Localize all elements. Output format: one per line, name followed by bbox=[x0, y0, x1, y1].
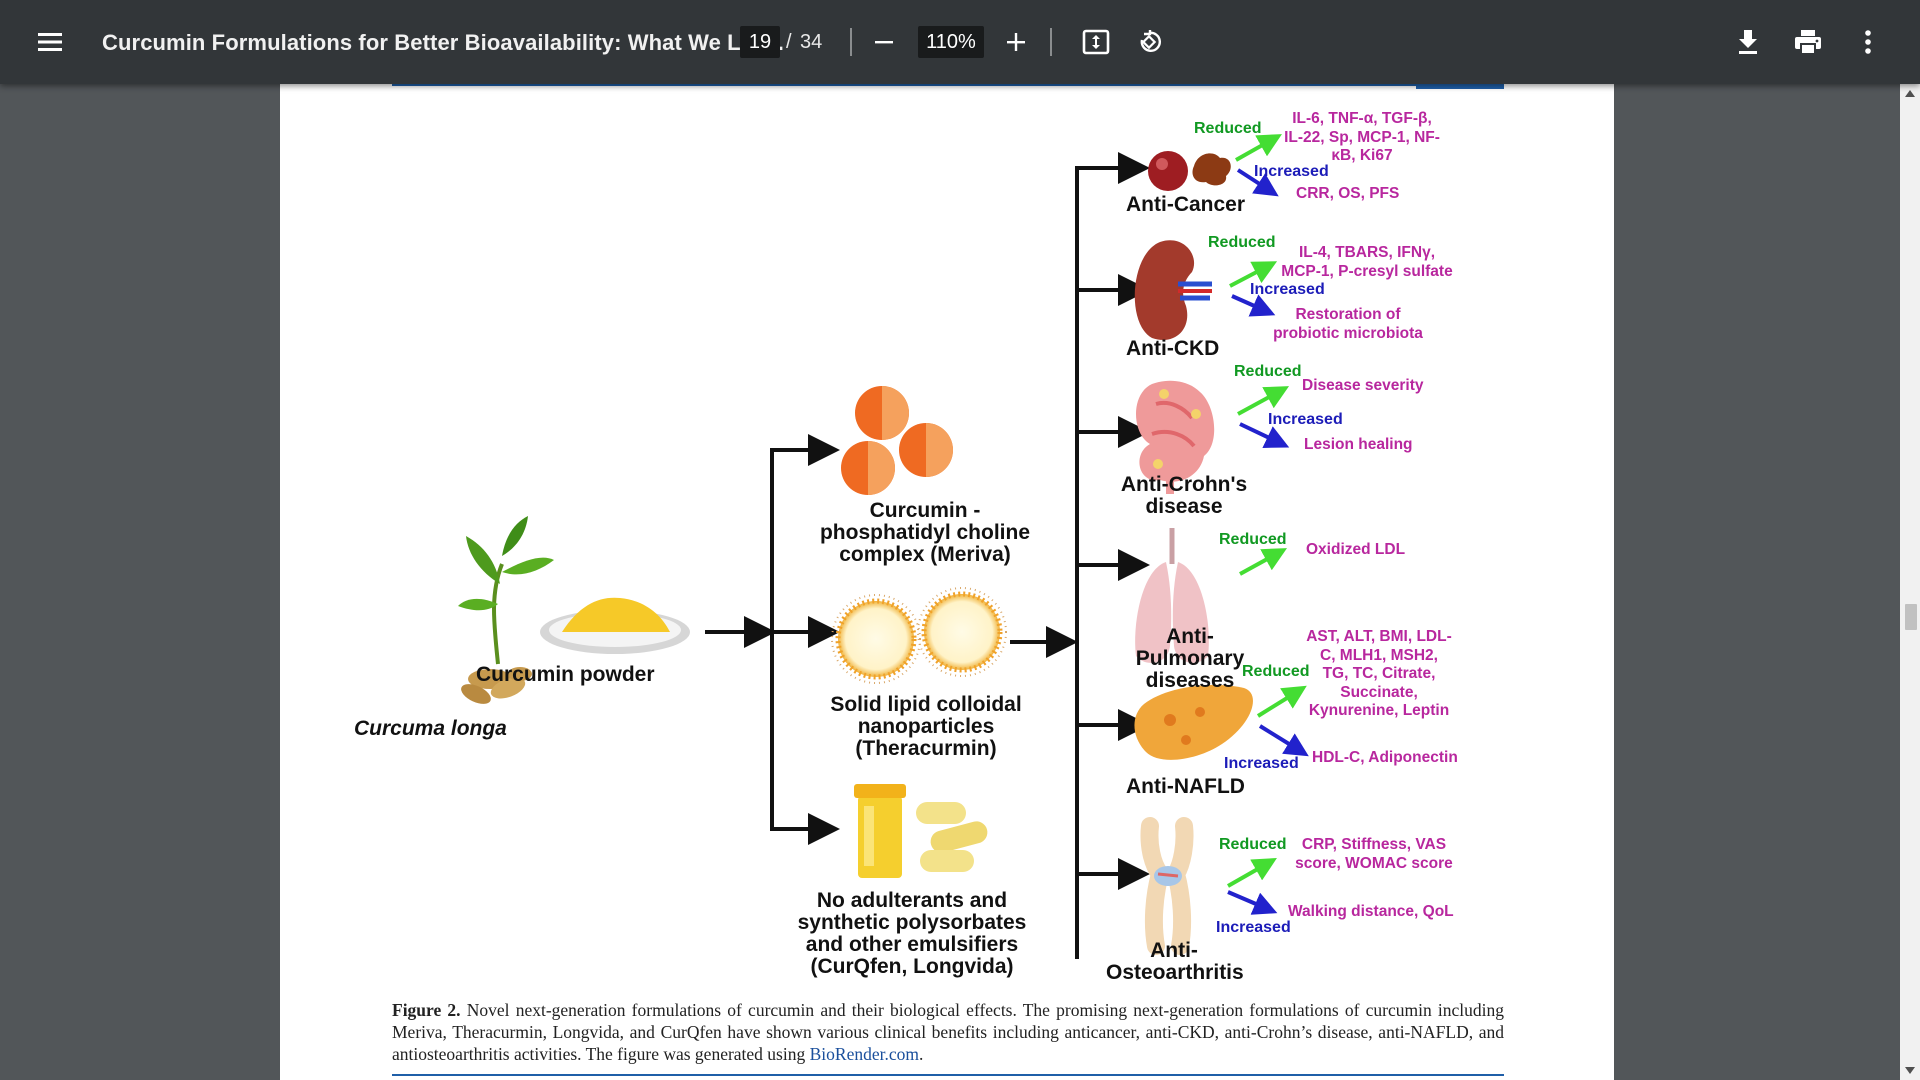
header-rule-accent bbox=[1416, 84, 1504, 89]
anti-osteoarthritis-increased-markers: Walking distance, QoL bbox=[1288, 903, 1454, 920]
zoom-out-icon bbox=[875, 41, 893, 44]
zoom-level-input[interactable]: 110% bbox=[918, 26, 984, 58]
fit-page-button[interactable] bbox=[1070, 16, 1122, 68]
caption-end: . bbox=[918, 1044, 924, 1064]
anti-pulmonary-reduced-label: Reduced bbox=[1219, 531, 1287, 548]
download-button[interactable] bbox=[1722, 16, 1774, 68]
anti-ckd-reduced-label: Reduced bbox=[1208, 234, 1276, 251]
scroll-down-arrow-icon[interactable] bbox=[1904, 1064, 1916, 1076]
scrollbar-thumb[interactable] bbox=[1905, 604, 1917, 630]
rotate-icon bbox=[1140, 30, 1161, 52]
theracurmin-nanoparticles-illustration bbox=[831, 587, 1007, 684]
zoom-in-icon bbox=[1007, 33, 1025, 51]
biorender-link[interactable]: BioRender.com bbox=[809, 1044, 919, 1064]
effect-anti-cancer-label: Anti-Cancer bbox=[1126, 193, 1246, 216]
lungs-illustration bbox=[1135, 528, 1209, 663]
anti-cancer-increased-markers: CRR, OS, PFS bbox=[1296, 185, 1400, 202]
anti-nafld-reduced-markers: AST, ALT, BMI, LDL-C, MLH1, MSH2, TG, TC… bbox=[1306, 628, 1452, 720]
anti-nafld-increased-markers: HDL-C, Adiponectin bbox=[1312, 749, 1458, 766]
anti-cancer-increased-label: Increased bbox=[1254, 163, 1329, 180]
anti-cancer-reduced-markers: IL-6, TNF-α, TGF-β, IL-22, Sp, MCP-1, NF… bbox=[1284, 110, 1440, 165]
scroll-up-arrow-icon[interactable] bbox=[1904, 88, 1916, 100]
effect-anti-osteoarthritis-label: Anti-Osteoarthritis bbox=[1106, 939, 1244, 985]
formulation-meriva-label: Curcumin - phosphatidyl choline complex … bbox=[819, 499, 1030, 567]
effect-anti-pulmonary-label: Anti-Pulmonary diseases bbox=[1135, 625, 1245, 693]
formulation-curqfen-label: No adulterants and synthetic polysorbate… bbox=[797, 889, 1027, 979]
pdf-toolbar: Curcumin Formulations for Better Bioavai… bbox=[0, 0, 1920, 84]
anti-osteoarthritis-increased-label: Increased bbox=[1216, 919, 1291, 936]
caption-text: Novel next-generation formulations of cu… bbox=[392, 1000, 1504, 1064]
anti-ckd-increased-markers: Restoration of probiotic microbiota bbox=[1273, 306, 1423, 342]
meriva-spheres-illustration bbox=[841, 386, 953, 495]
curqfen-capsules-illustration bbox=[854, 784, 988, 878]
menu-icon bbox=[38, 33, 62, 51]
zoom-in-button[interactable] bbox=[990, 16, 1042, 68]
anti-crohns-increased-label: Increased bbox=[1268, 411, 1343, 428]
figure-caption: Figure 2. Novel next-generation formulat… bbox=[392, 999, 1504, 1065]
anti-osteoarthritis-reduced-markers: CRP, Stiffness, VAS score, WOMAC score bbox=[1295, 836, 1453, 872]
anti-crohns-reduced-markers: Disease severity bbox=[1302, 377, 1424, 394]
effect-anti-ckd-label: Anti-CKD bbox=[1126, 337, 1220, 360]
anti-ckd-increased-label: Increased bbox=[1250, 281, 1325, 298]
download-icon bbox=[1739, 30, 1757, 54]
rotate-button[interactable] bbox=[1124, 16, 1176, 68]
header-rule bbox=[392, 84, 1504, 86]
more-vert-icon bbox=[1865, 30, 1871, 54]
page-total: 34 bbox=[800, 31, 823, 53]
fit-page-icon bbox=[1082, 29, 1110, 55]
curcuma-longa-label: Curcuma longa bbox=[354, 717, 507, 740]
anti-nafld-increased-label: Increased bbox=[1224, 755, 1299, 772]
document-title: Curcumin Formulations for Better Bioavai… bbox=[102, 30, 784, 55]
kidney-illustration bbox=[1134, 240, 1212, 340]
caption-title: Figure 2. bbox=[392, 1000, 461, 1020]
anti-pulmonary-reduced-markers: Oxidized LDL bbox=[1306, 541, 1406, 558]
anti-crohns-increased-markers: Lesion healing bbox=[1304, 436, 1413, 453]
toolbar-divider bbox=[850, 28, 852, 56]
print-button[interactable] bbox=[1782, 16, 1834, 68]
anti-osteoarthritis-reduced-label: Reduced bbox=[1219, 836, 1287, 853]
curcuma-plant-illustration bbox=[458, 516, 554, 704]
curcumin-powder-dish bbox=[540, 597, 690, 654]
footer-rule bbox=[392, 1074, 1504, 1076]
figure-graphic bbox=[458, 134, 1309, 959]
tumor-cell-illustration bbox=[1148, 151, 1231, 191]
toolbar-divider bbox=[1050, 28, 1052, 56]
effect-anti-nafld-label: Anti-NAFLD bbox=[1126, 775, 1245, 798]
formulation-theracurmin-label: Solid lipid colloidal nanoparticles (The… bbox=[830, 693, 1022, 761]
anti-ckd-reduced-markers: IL-4, TBARS, IFNγ, MCP-1, P-cresyl sulfa… bbox=[1281, 244, 1453, 280]
pdf-page: Curcumin powder Curcuma longa Curcumin -… bbox=[280, 84, 1614, 1080]
anti-cancer-reduced-label: Reduced bbox=[1194, 120, 1262, 137]
print-icon bbox=[1795, 30, 1821, 55]
effect-anti-crohns-label: Anti-Crohn's disease bbox=[1120, 473, 1248, 519]
intestine-illustration bbox=[1136, 380, 1215, 494]
page-separator: / bbox=[786, 31, 792, 53]
vertical-scrollbar[interactable] bbox=[1900, 84, 1920, 1080]
curcumin-powder-label: Curcumin powder bbox=[476, 663, 655, 686]
anti-nafld-reduced-label: Reduced bbox=[1242, 663, 1310, 680]
page-number-input[interactable]: 19 bbox=[740, 26, 780, 58]
liver-illustration bbox=[1134, 684, 1253, 760]
menu-button[interactable] bbox=[24, 16, 76, 68]
more-options-button[interactable] bbox=[1842, 16, 1894, 68]
anti-crohns-reduced-label: Reduced bbox=[1234, 363, 1302, 380]
zoom-out-button[interactable] bbox=[858, 16, 910, 68]
knee-joint-illustration bbox=[1140, 817, 1194, 955]
